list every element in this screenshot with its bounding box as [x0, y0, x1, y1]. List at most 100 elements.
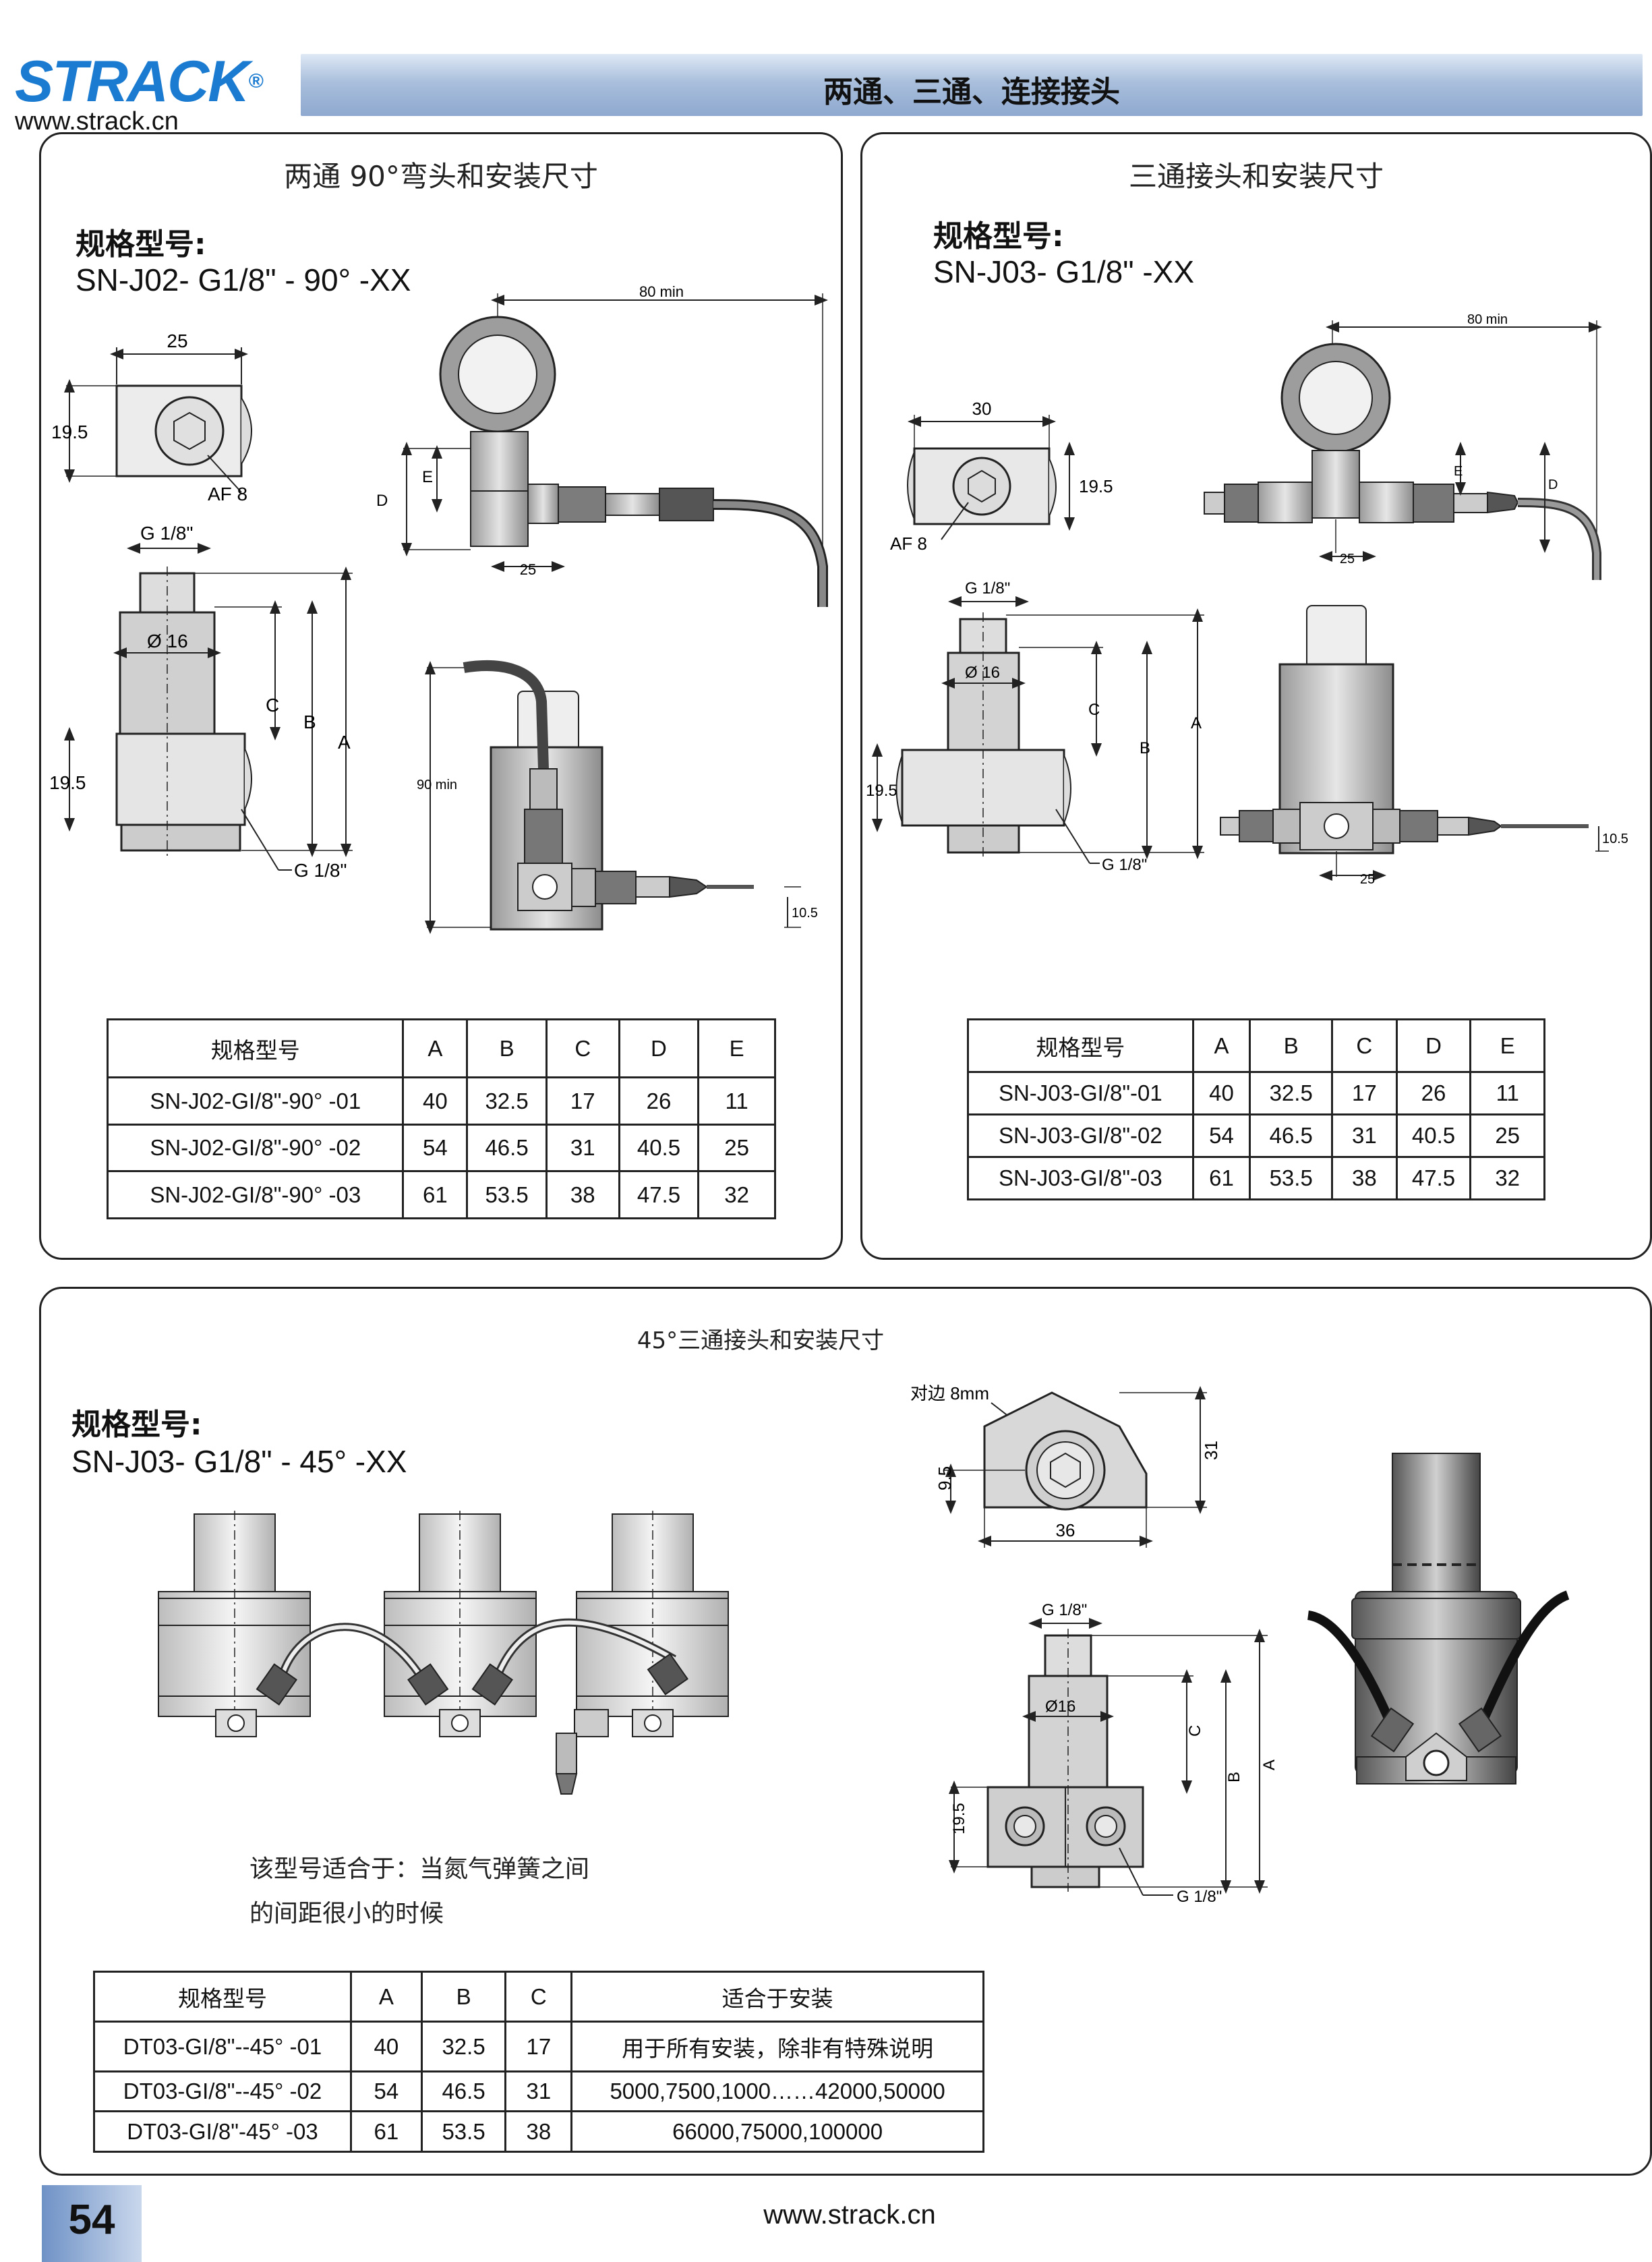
dim-25-bottom: 25	[520, 561, 536, 578]
cell: 31	[545, 1123, 620, 1173]
label-g18-top: G 1/8"	[965, 579, 1010, 598]
th-b: B	[1249, 1018, 1334, 1074]
usage-note-line-2: 的间距很小的时候	[249, 1900, 444, 1927]
th-e: E	[1469, 1018, 1545, 1074]
strack-logo: STRACK® www.strack.cn	[15, 53, 263, 135]
dim-a: A	[1191, 714, 1202, 732]
dim-36: 36	[1056, 1520, 1075, 1540]
cell: SN-J02-GI/8"-90° -02	[106, 1123, 405, 1173]
dim-80-min: 80 min	[1467, 312, 1508, 327]
registered-mark: ®	[248, 70, 263, 92]
three-way-drawing: 30 19.5 AF 8 80 min 25 E D G 1/8" Ø 16 1…	[866, 312, 1628, 887]
cell: 11	[1469, 1071, 1545, 1116]
cell: 用于所有安装，除非有特殊说明	[570, 2021, 984, 2072]
usage-note-line-1: 该型号适合于：当氮气弹簧之间	[249, 1855, 590, 1883]
cell: 32	[697, 1170, 776, 1219]
table-row: SN-J02-GI/8"-90° -02 54 46.5 31 40.5 25	[106, 1123, 776, 1173]
label-af8: AF 8	[208, 484, 247, 504]
th-c: C	[545, 1018, 620, 1079]
panel-title: 两通 90°弯头和安装尺寸	[284, 160, 598, 193]
cell: 61	[1191, 1156, 1251, 1200]
th-b: B	[420, 1971, 507, 2023]
model-label: 规格型号:	[933, 219, 1064, 254]
th-e: E	[697, 1018, 776, 1079]
spec-table-45: 规格型号 A B C 适合于安装 DT03-GI/8"--45° -01 40 …	[93, 1971, 984, 2153]
cell: 61	[349, 2110, 423, 2153]
th-c: C	[1331, 1018, 1398, 1074]
dim-80-min: 80 min	[639, 283, 684, 300]
cell: 38	[1331, 1156, 1398, 1200]
dim-d: D	[376, 492, 388, 510]
cell: 11	[697, 1076, 776, 1126]
footer-url: www.strack.cn	[763, 2200, 936, 2230]
table-row: SN-J03-GI/8"-01 40 32.5 17 26 11	[967, 1071, 1545, 1116]
table-header-row: 规格型号 A B C D E	[106, 1018, 776, 1079]
th-a: A	[349, 1971, 423, 2023]
table-row: SN-J02-GI/8"-90° -03 61 53.5 38 47.5 32	[106, 1170, 776, 1219]
dim-19-5: 19.5	[950, 1803, 968, 1834]
dim-b: B	[1140, 739, 1150, 757]
table-row: SN-J03-GI/8"-03 61 53.5 38 47.5 32	[967, 1156, 1545, 1200]
th-a: A	[402, 1018, 469, 1079]
label-g18-bottom: G 1/8"	[1102, 856, 1147, 874]
dim-10-5: 10.5	[1602, 832, 1628, 846]
table-row: DT03-GI/8"--45° -01 40 32.5 17 用于所有安装，除非…	[93, 2021, 984, 2072]
dim-25: 25	[167, 330, 187, 351]
dim-a: A	[338, 732, 351, 753]
header-url: www.strack.cn	[15, 107, 179, 136]
label-g18-top: G 1/8"	[1042, 1601, 1087, 1619]
table-row: SN-J02-GI/8"-90° -01 40 32.5 17 26 11	[106, 1076, 776, 1126]
cell: DT03-GI/8"--45° -02	[93, 2070, 352, 2113]
page-title: 两通、三通、连接接头	[823, 75, 1120, 109]
dim-c: C	[1186, 1725, 1204, 1737]
panel-title: 45°三通接头和安装尺寸	[637, 1327, 885, 1354]
cell: 53.5	[1249, 1156, 1334, 1200]
label-g18-top: G 1/8"	[140, 523, 193, 544]
cell: SN-J02-GI/8"-90° -01	[106, 1076, 405, 1126]
cell: 32.5	[466, 1076, 548, 1126]
cell: 40	[349, 2021, 423, 2072]
cell: 32	[1469, 1156, 1545, 1200]
dim-9-5: 9.5	[935, 1466, 955, 1490]
cell: 53.5	[420, 2110, 507, 2153]
cell: 66000,75000,100000	[570, 2110, 984, 2153]
cell: SN-J02-GI/8"-90° -03	[106, 1170, 405, 1219]
cell: 17	[545, 1076, 620, 1126]
model-label: 规格型号:	[71, 1408, 202, 1442]
label-af8: AF 8	[890, 533, 927, 554]
dim-a: A	[1260, 1760, 1278, 1770]
cell: 38	[504, 2110, 573, 2153]
cell: 25	[1469, 1113, 1545, 1159]
cell: 31	[504, 2070, 573, 2113]
cell: 47.5	[1395, 1156, 1472, 1200]
model-code: SN-J02- G1/8" - 90° -XX	[76, 262, 411, 297]
cell: 17	[1331, 1071, 1398, 1116]
cell: 17	[504, 2021, 573, 2072]
cell: 61	[402, 1170, 469, 1219]
table-row: SN-J03-GI/8"-02 54 46.5 31 40.5 25	[967, 1113, 1545, 1159]
th-c: C	[504, 1971, 573, 2023]
model-label: 规格型号:	[76, 227, 206, 262]
dim-e: E	[1454, 464, 1463, 479]
table-row: DT03-GI/8"-45° -03 61 53.5 38 66000,7500…	[93, 2110, 984, 2153]
cell: 54	[349, 2070, 423, 2113]
manifold-illustration	[158, 1511, 729, 1795]
cell: 46.5	[1249, 1113, 1334, 1159]
dim-25-bottom: 25	[1360, 872, 1375, 887]
dim-31: 31	[1201, 1441, 1221, 1460]
dim-30: 30	[972, 399, 992, 419]
dim-19-5b: 19.5	[49, 772, 86, 793]
cell: DT03-GI/8"--45° -01	[93, 2021, 352, 2072]
cell: 26	[618, 1076, 700, 1126]
cell: DT03-GI/8"-45° -03	[93, 2110, 352, 2153]
dim-b: B	[1225, 1772, 1243, 1782]
panel-title: 三通接头和安装尺寸	[1128, 160, 1384, 193]
cell: 25	[697, 1123, 776, 1173]
cell: 40.5	[618, 1123, 700, 1173]
cell: 32.5	[420, 2021, 507, 2072]
cell: 40	[402, 1076, 469, 1126]
page-number: 54	[68, 2197, 115, 2243]
dim-90-min: 90 min	[417, 778, 457, 792]
45-degree-drawings: 对边 8mm 36 31 9.5 G 1/8" Ø16 19.5 C B A G…	[910, 1383, 1570, 1902]
label-g18-bottom: G 1/8"	[294, 860, 347, 881]
